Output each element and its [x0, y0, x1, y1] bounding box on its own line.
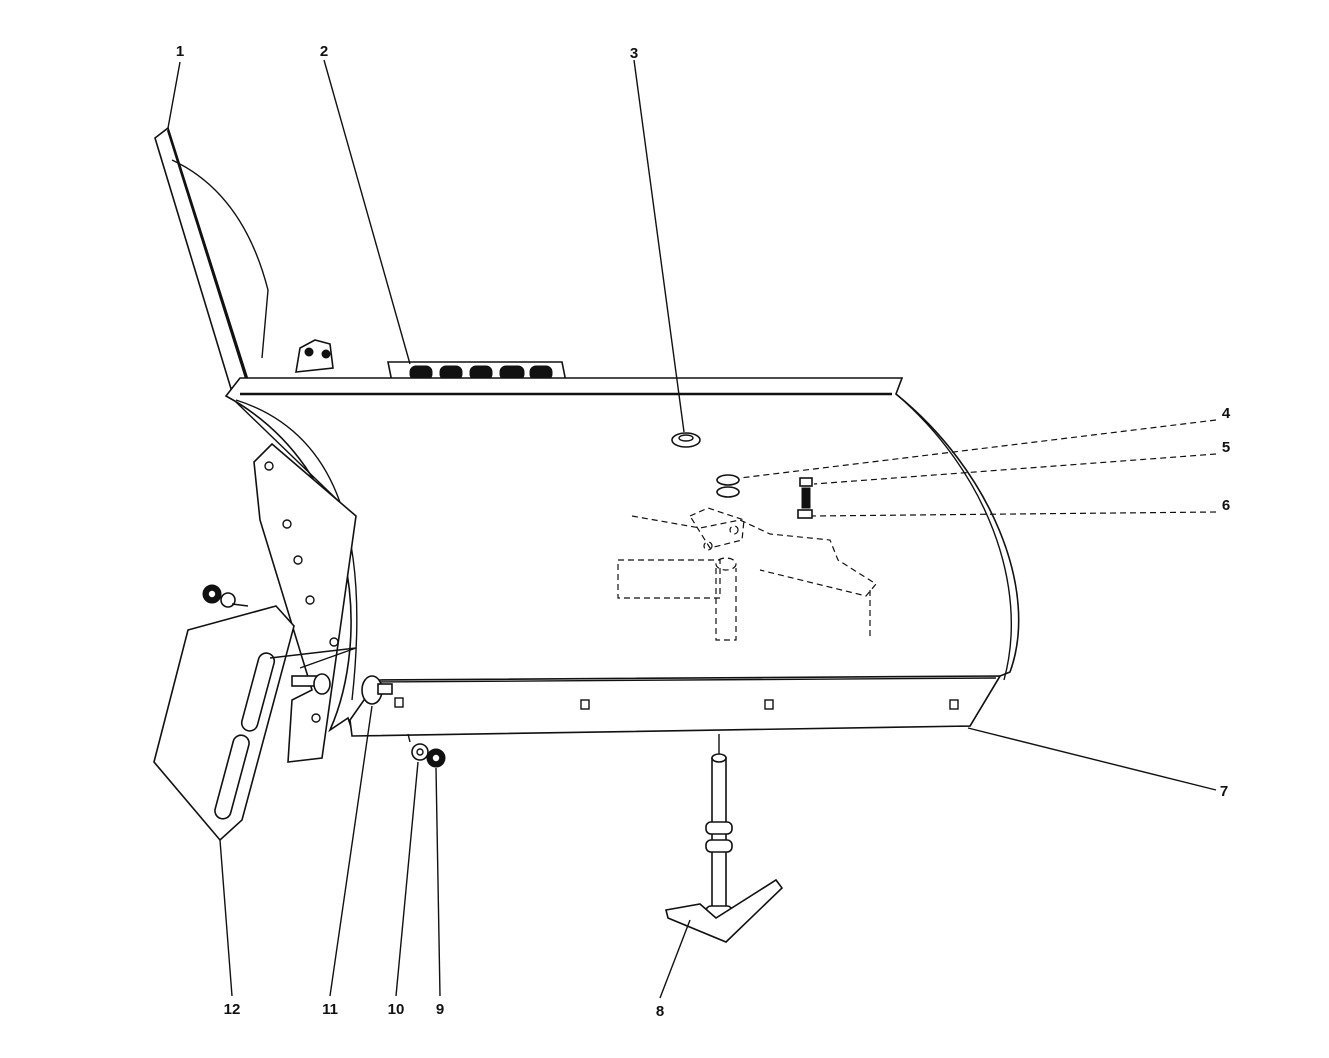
callout-2: 2 — [320, 43, 328, 60]
callout-12: 12 — [224, 1001, 241, 1018]
callout-11: 11 — [322, 1001, 338, 1018]
pivot-frame-hidden — [617, 507, 877, 641]
callout-5: 5 — [1222, 439, 1230, 456]
pivot-nut — [671, 432, 701, 448]
side-shoe-plate — [153, 584, 357, 842]
carriage-bolt — [361, 675, 393, 705]
callout-6: 6 — [1222, 497, 1230, 514]
top-mount-bracket — [295, 339, 334, 373]
spring-washers — [716, 474, 740, 498]
nut-and-washer — [407, 733, 446, 768]
leader-lines — [167, 59, 1217, 999]
plate-nut — [202, 584, 236, 608]
callout-1: 1 — [176, 43, 184, 60]
decal — [387, 361, 567, 383]
spring-bolt — [797, 477, 813, 519]
skid-shoe — [665, 753, 784, 943]
cutting-edge — [349, 675, 1002, 737]
callout-4: 4 — [1222, 405, 1231, 422]
callout-7: 7 — [1220, 783, 1228, 800]
plate-bolt — [291, 673, 331, 695]
blade-side-extension — [154, 126, 269, 394]
callout-3: 3 — [630, 45, 638, 62]
callout-10: 10 — [388, 1001, 405, 1018]
callout-9: 9 — [436, 1001, 444, 1018]
callout-8: 8 — [656, 1003, 664, 1020]
